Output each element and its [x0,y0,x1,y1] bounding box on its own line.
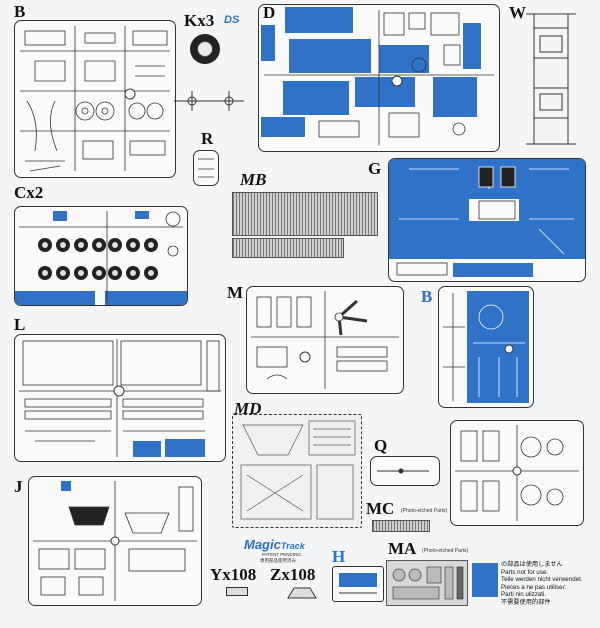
sprue-extra-parts [455,425,579,521]
sprue-label-h: H [332,547,346,566]
sprue-label-b: B [14,2,26,21]
logo-track: Track [280,541,305,551]
brand-mark-icon: DS [224,14,240,26]
sprue-g [388,158,586,282]
sprue-label-l: L [14,315,26,334]
sprue-label-mb: MB [240,170,267,189]
sprue-l [14,334,226,462]
sprue-label-m: M [227,283,244,302]
sprue-label-q: Q [374,436,388,455]
sprue-d-parts [261,7,494,145]
sprue-ma [386,560,468,606]
sprue-label-ma: MA [388,539,417,558]
legend-line-fr: Pieces a ne pas utiliser. [501,583,567,591]
sprue-j-parts [33,481,197,601]
legend-line-en: Parts not for use. [501,568,549,576]
sprue-label-w: W [509,3,526,22]
mb-mesh-1 [232,192,378,236]
sprue-label-d: D [263,3,276,22]
sprue-label-c: Cx2 [14,183,44,202]
sprue-h [332,566,384,602]
legend-line-de: Teile werden nicht verwendet. [501,576,583,584]
legend-text: の部品は使用しません Parts not for use. Teile werd… [501,561,583,607]
sprue-b-blue-parts [443,291,529,403]
sprue-b-parts [20,26,170,172]
sprue-label-g: G [368,159,382,178]
sprue-b-runner [174,91,244,111]
sprue-q [370,456,440,486]
tire-k [190,34,220,64]
legend-line-ja: の部品は使用しません [501,561,563,568]
sprue-label-md: MD [234,399,262,418]
logo-sub2: 専用部品使用済み [260,558,296,563]
sprue-md-parts [240,420,356,520]
sprue-m [246,286,404,394]
legend-line-zh: 不需要使用的部件 [501,598,551,606]
sprue-md [232,414,362,528]
part-y [226,587,248,596]
sprue-label-b-blue: B [421,287,433,306]
sprue-label-r: R [201,129,214,148]
logo-sub1: PATENT PENDING [262,552,301,557]
mb-mesh-2 [232,238,344,258]
sprue-b [14,20,176,178]
sprue-j [28,476,202,606]
sprue-c-parts [15,211,187,305]
mc-strip [372,520,430,532]
label-yx108: Yx108 [210,565,257,584]
sprue-extra [450,420,584,526]
sprue-g-parts [389,159,585,277]
magic-track-logo: MagicTrack [244,537,305,552]
sprue-r [193,150,219,186]
sprue-label-j: J [14,477,23,496]
unused-parts-swatch [472,563,498,597]
sprue-d [258,4,500,152]
sprue-label-k: Kx3 [184,11,215,30]
ma-subtitle: (Photo-etched Parts) [422,548,469,554]
sprue-b-blue [438,286,534,408]
sprue-m-parts [251,291,399,389]
mc-subtitle: (Photo-etched Parts) [401,508,448,514]
sprue-c [14,206,188,306]
logo-magic: Magic [244,537,281,552]
sprue-label-mc: MC [366,499,395,518]
legend-line-it: Parti nin ulizzati. [501,591,547,599]
label-zx108: Zx108 [270,565,316,584]
sprue-l-parts [19,339,221,457]
part-z [287,587,317,599]
sprue-w-chassis [526,13,576,145]
